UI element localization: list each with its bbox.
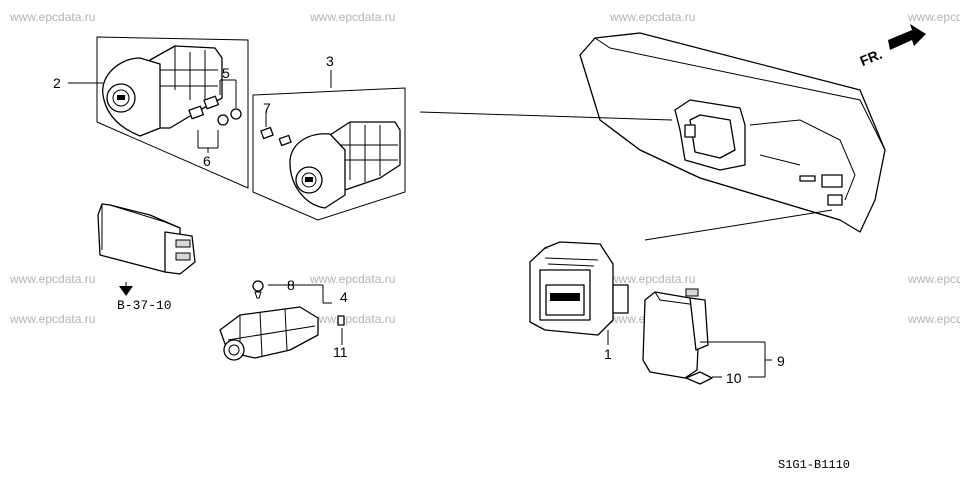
watermark: www.epcdata.ru [309,10,395,24]
watermark: www.epcdata.ru [907,312,960,326]
ignition-switch-assembly [68,36,249,189]
front-direction-marker: FR. [858,24,926,69]
callout-4: 4 [340,289,348,305]
front-label: FR. [858,46,885,69]
callout-2: 2 [53,75,61,91]
callout-9: 9 [777,353,785,369]
watermark: www.epcdata.ru [907,10,960,24]
assembly-outline-3 [252,87,406,221]
switch-assembly-3 [252,70,406,221]
watermark: www.epcdata.ru [609,272,695,286]
callout-8: 8 [287,277,295,293]
cover-assembly-9 [642,288,772,385]
callout-3: 3 [326,53,334,69]
callout-7: 7 [263,100,271,116]
switch-assembly-4 [219,280,345,361]
assembly-outline-2 [96,36,249,189]
callout-6: 6 [203,153,211,169]
watermark: www.epcdata.ru [907,272,960,286]
switch-unit-1 [529,241,629,345]
switch-cover [97,203,196,296]
callout-5: 5 [222,65,230,81]
cross-reference: B-37-10 [117,298,172,313]
watermark: www.epcdata.ru [9,10,95,24]
callouts: 1 2 3 4 5 6 7 8 9 10 11 [53,53,785,386]
watermark: www.epcdata.ru [9,312,95,326]
callout-11: 11 [333,344,348,360]
diagram-code: S1G1-B1110 [778,458,850,472]
watermark: www.epcdata.ru [309,272,395,286]
dashboard-illustration [419,32,886,241]
watermark: www.epcdata.ru [609,10,695,24]
arrow-icon [888,24,926,50]
watermark: www.epcdata.ru [9,272,95,286]
callout-1: 1 [604,346,612,362]
watermark: www.epcdata.ru [309,312,395,326]
callout-10: 10 [726,370,742,386]
